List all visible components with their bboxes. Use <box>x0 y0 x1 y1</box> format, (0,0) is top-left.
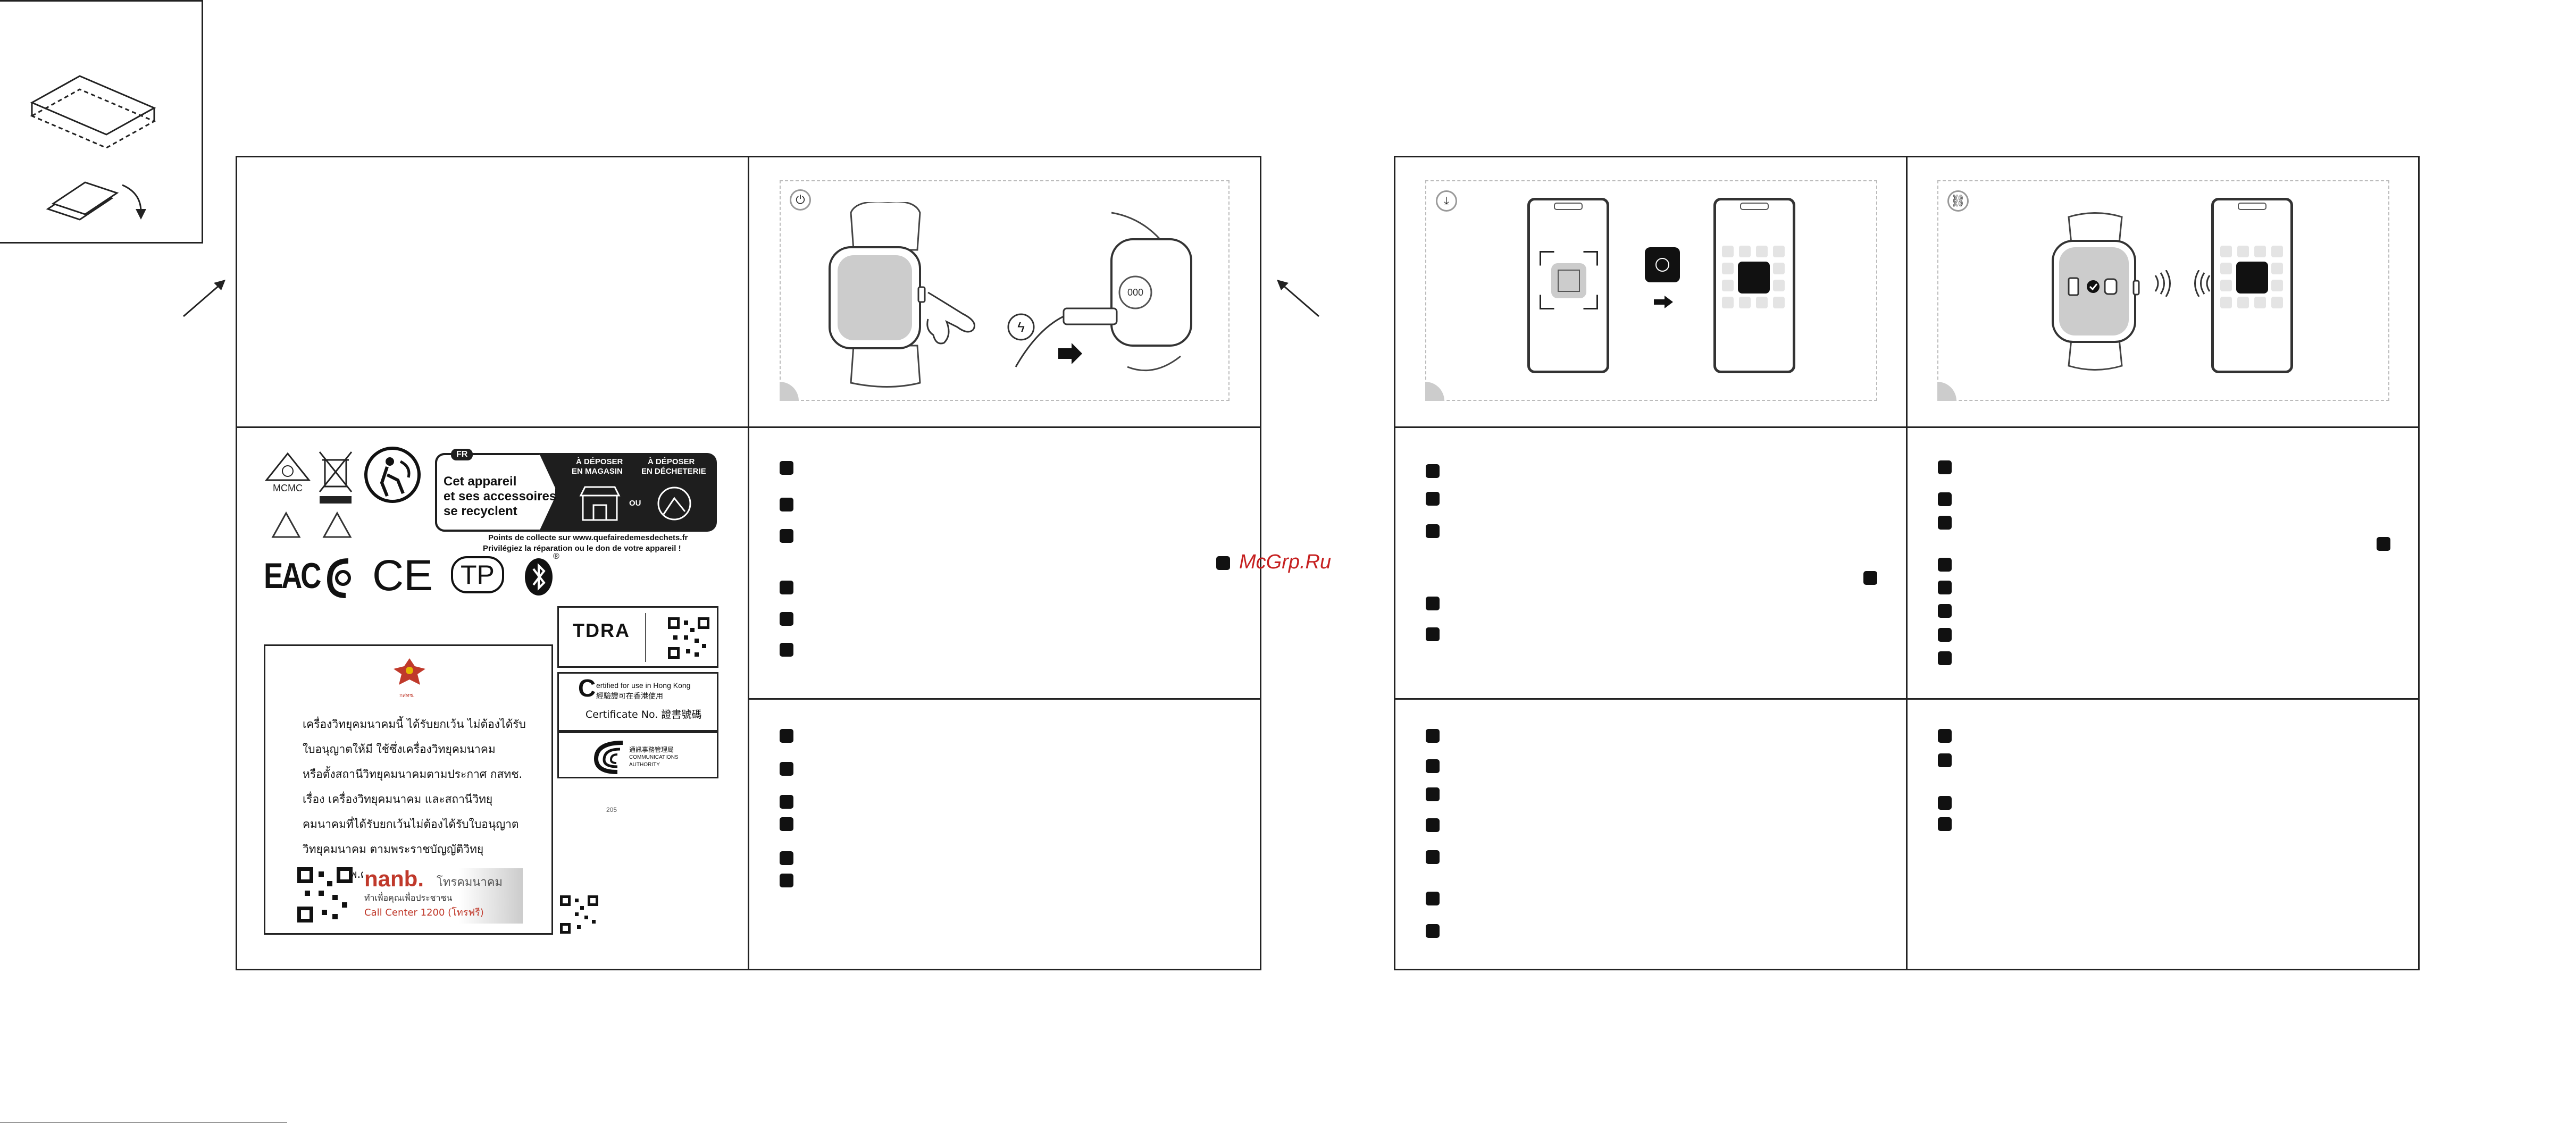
mcmc-text: MCMC <box>273 483 303 493</box>
folded-paper-icon <box>30 75 156 221</box>
nbtc-brand-banner <box>363 868 523 924</box>
recycle-icon <box>271 511 301 538</box>
hk-cert-box: C ertified for use in Hong Kong 經驗證可在香港使… <box>557 672 718 732</box>
page-number: 205 <box>606 806 617 813</box>
weee-bin-icon <box>319 451 353 504</box>
app-grid <box>1722 246 1786 309</box>
phone-scan <box>1527 198 1609 373</box>
watch-pairing-illustration <box>2052 212 2140 371</box>
fr-or: OU <box>629 499 641 508</box>
watch-sensor-text: 000 <box>1127 287 1143 298</box>
fr-main-line3: se recyclent <box>444 504 517 518</box>
wireless-signal-left-icon <box>2154 270 2171 297</box>
thai-line-4: เรื่อง เครื่องวิทยุคมนาคม และสถานีวิทยุ <box>303 793 493 806</box>
tdra-logo: TDRA <box>573 619 630 641</box>
nbtc-qr-code <box>297 867 353 922</box>
fr-col2-line1: À DÉPOSER <box>648 457 695 466</box>
hk-cert-line2: 經驗證可在香港使用 <box>596 692 663 701</box>
fr-col2-line2: EN DÉCHETERIE <box>641 467 706 476</box>
ofca-logo <box>593 741 623 774</box>
nbtc-brand-sub: ทำเพื่อคุณเพื่อประชาชน <box>364 893 453 903</box>
nbtc-box: กสทช. เครื่องวิทยุคมนาคมนี้ ได้รับยกเว้น… <box>264 644 553 935</box>
thai-line-2: ใบอนุญาตให้มี ใช้ซึ่งเครื่องวิทยุคมนาคม <box>303 743 496 756</box>
app-store-icon <box>1645 247 1680 282</box>
thai-line-3: หรือตั้งสถานีวิทยุคมนาคมตามประกาศ กสทช. <box>303 768 523 781</box>
power-illustration-frame <box>780 180 1230 401</box>
store-icon <box>579 486 621 521</box>
thai-line-1: เครื่องวิทยุคมนาคมนี้ ได้รับยกเว้น ไม่ต้… <box>303 718 526 731</box>
tp-mark: TP <box>451 556 504 593</box>
tdra-box: TDRA <box>557 606 718 668</box>
watermark: McGrp.Ru <box>1239 551 1332 573</box>
fold-instruction-box <box>0 0 203 244</box>
bottom-rule <box>0 1122 287 1123</box>
download-illustration-frame <box>1425 180 1877 401</box>
dump-icon <box>657 486 691 521</box>
nbtc-brand-tag: โทรคมนาคม <box>437 876 503 889</box>
garuda-emblem <box>394 658 425 685</box>
tdra-qr-code <box>668 617 709 659</box>
fr-footer-line2: Privilégiez la réparation ou le don de v… <box>483 544 681 553</box>
wireless-signal-right-icon <box>2194 270 2211 297</box>
fr-col1-line1: À DÉPOSER <box>576 457 623 466</box>
ofca-line2: COMMUNICATIONS <box>629 754 679 760</box>
ce-mark: CE <box>372 551 433 600</box>
ofca-line1: 通訊事務管理局 <box>629 746 674 753</box>
thai-line-6: วิทยุคมนาคม ตามพระราชบัญญัติวิทยุ <box>303 843 484 855</box>
link-icon: ⛓ <box>1947 190 1969 212</box>
nbtc-call-center: Call Center 1200 (โทรฟรี) <box>364 907 484 918</box>
hk-cert-line1: ertified for use in Hong Kong <box>596 681 691 690</box>
nbtc-emblem-label: กสทช. <box>399 693 415 699</box>
hk-cert-line3: Certificate No. 證書號碼 <box>586 709 702 720</box>
recycle-icon-2 <box>322 511 352 538</box>
pairing-illustration-frame <box>1937 180 2389 401</box>
watch-illustration <box>829 202 975 388</box>
bluetooth-icon <box>525 558 553 595</box>
anatel-mark <box>327 558 351 598</box>
fr-col1-line2: EN MAGASIN <box>572 467 623 476</box>
app-grid-2 <box>2220 246 2284 309</box>
svg-text:ϟ: ϟ <box>1017 319 1025 335</box>
mcmc-logo: MCMC <box>264 452 311 493</box>
small-qr-code <box>560 895 598 934</box>
download-icon: ⤓ <box>1436 190 1457 212</box>
eac-mark: EAC <box>264 556 321 596</box>
fr-badge: FR <box>451 449 473 460</box>
arrow-right-icon <box>1654 296 1673 308</box>
triman-logo <box>364 447 421 503</box>
fr-recycling-label: FR Cet appareil et ses accessoires se re… <box>435 449 717 532</box>
hk-cert-initial: C <box>578 674 596 702</box>
app-icon <box>1738 262 1770 293</box>
fr-main-line2: et ses accessoires <box>444 489 557 504</box>
ofca-box: 通訊事務管理局 COMMUNICATIONS AUTHORITY <box>557 732 718 778</box>
registered-mark: ® <box>553 552 559 561</box>
nbtc-brand: nanb. <box>364 866 424 891</box>
arrow-up-left-icon <box>1277 280 1319 317</box>
thai-line-5: คมนาคมที่ได้รับยกเว้นไม่ต้องได้รับใบอนุญ… <box>303 818 519 831</box>
fr-main-line1: Cet appareil <box>444 474 517 489</box>
ofca-line3: AUTHORITY <box>629 762 660 768</box>
arrow-up-right-icon <box>183 280 225 317</box>
charger-illustration: 000 ϟ <box>1007 212 1192 372</box>
power-icon: ⏻ <box>790 189 811 211</box>
fr-footer-line1: Points de collecte sur www.quefairedemes… <box>488 533 688 542</box>
app-icon-2 <box>2236 262 2268 293</box>
